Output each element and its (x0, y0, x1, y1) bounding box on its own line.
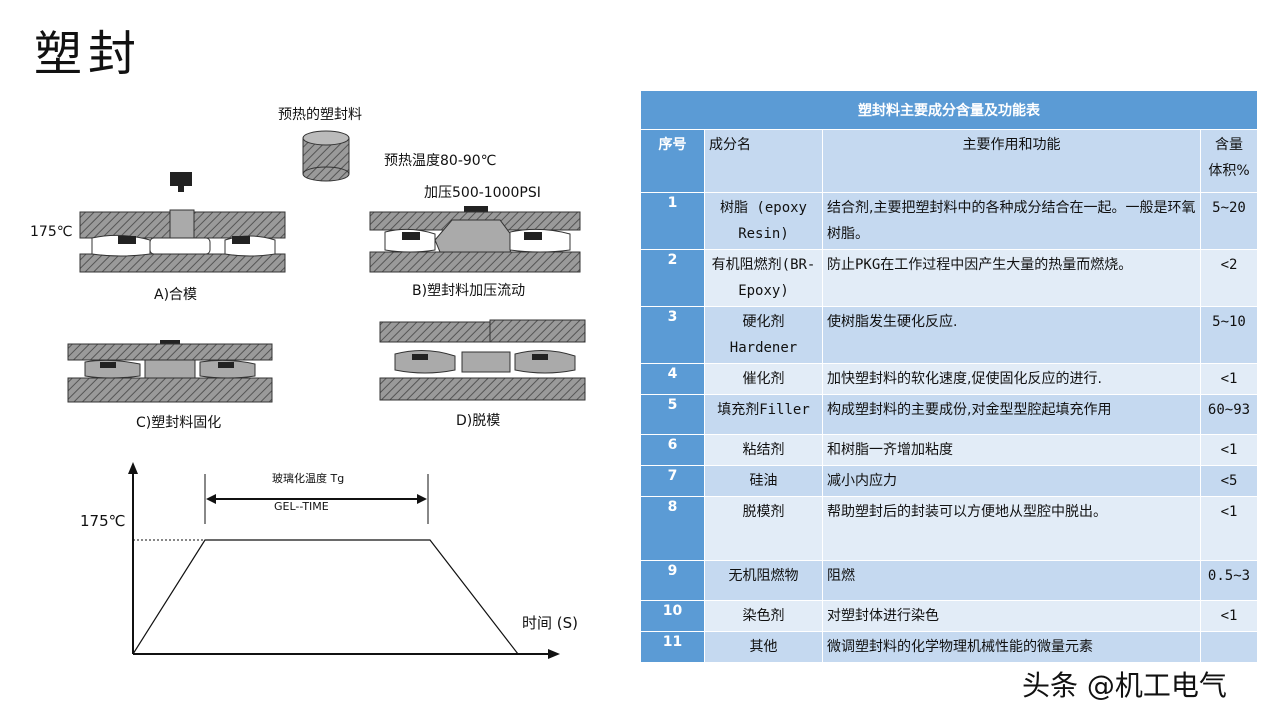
step-d-label: D)脱模 (456, 413, 501, 429)
watermark: 头条 @机工电气 (1022, 669, 1227, 702)
mold-d-illustration (379, 319, 586, 401)
tg-label: 玻璃化温度 Tg (272, 472, 345, 485)
page-title: 塑封 (34, 26, 143, 82)
table-row: 3 硬化剂 Hardener 使树脂发生硬化反应. 5~10 (640, 306, 1258, 364)
table-row: 5 填充剂Filler 构成塑封料的主要成份,对金型型腔起填充作用 60~93 (640, 394, 1258, 435)
preheat-temp-label: 预热温度80-90℃ (384, 153, 497, 169)
table-row: 6 粘结剂 和树脂一齐增加粘度 <1 (640, 434, 1258, 466)
mold-c-illustration (67, 340, 273, 403)
table-row: 9 无机阻燃物 阻燃 0.5~3 (640, 560, 1258, 601)
table-row: 2 有机阻燃剂(BR-Epoxy) 防止PKG在工作过程中因产生大量的热量而燃烧… (640, 249, 1258, 307)
step-c-label: C)塑封料固化 (136, 415, 222, 431)
header-func: 主要作用和功能 (822, 129, 1201, 193)
mold-a-illustration (79, 172, 286, 273)
graph-x-label: 时间 (S) (522, 614, 578, 632)
table-row: 7 硅油 减小内应力 <5 (640, 465, 1258, 497)
table-row: 11 其他 微调塑封料的化学物理机械性能的微量元素 (640, 631, 1258, 663)
preheated-pellet-icon (302, 130, 350, 182)
mold-b-illustration (369, 206, 581, 273)
table-row: 4 催化剂 加快塑封料的软化速度,促使固化反应的进行. <1 (640, 363, 1258, 395)
step-b-label: B)塑封料加压流动 (412, 283, 526, 299)
step-a-label: A)合模 (154, 287, 198, 303)
table-header-row: 序号 成分名 主要作用和功能 含量体积% (640, 129, 1258, 193)
preheated-pellet-label: 预热的塑封料 (278, 107, 362, 123)
table-row: 10 染色剂 对塑封体进行染色 <1 (640, 600, 1258, 632)
pressure-label: 加压500-1000PSI (424, 185, 541, 201)
composition-table: 塑封料主要成分含量及功能表 序号 成分名 主要作用和功能 含量体积% 1 树脂 … (640, 90, 1258, 663)
gel-time-label: GEL--TIME (274, 500, 329, 513)
table-row: 1 树脂 (epoxy Resin) 结合剂,主要把塑封料中的各种成分结合在一起… (640, 192, 1258, 250)
table-caption: 塑封料主要成分含量及功能表 (640, 90, 1258, 130)
header-name: 成分名 (704, 129, 823, 193)
mold-process-diagram (67, 130, 586, 659)
mold-temp-label: 175℃ (30, 224, 73, 240)
graph-y-label: 175℃ (80, 512, 126, 530)
header-amt: 含量体积% (1200, 129, 1258, 193)
table-row: 8 脱模剂 帮助塑封后的封装可以方便地从型腔中脱出。 <1 (640, 496, 1258, 561)
header-no: 序号 (640, 129, 705, 193)
temperature-time-graph (128, 462, 560, 659)
